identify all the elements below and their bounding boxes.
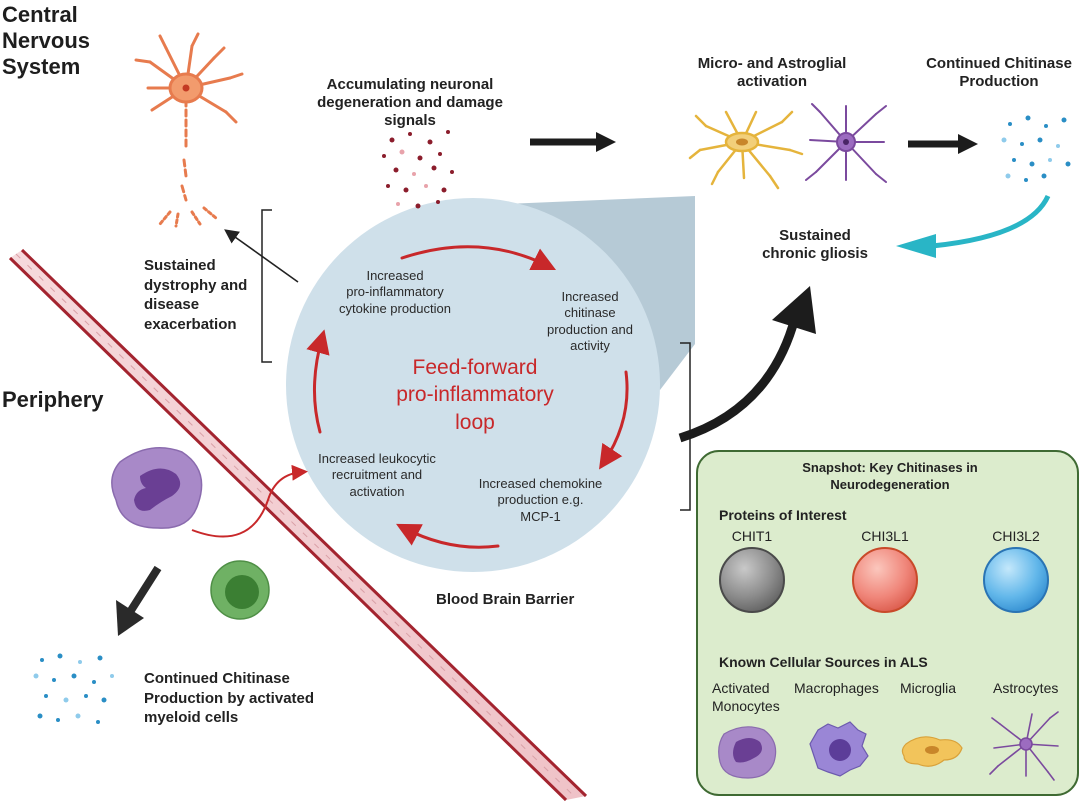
top-arrow-2 [908,134,978,154]
loop-step-leukocytic: Increased leukocytic recruitment and act… [318,451,436,499]
microglia-icon [688,110,804,190]
source-label-microglia: Microglia [900,680,957,696]
snapshot-box [696,450,1079,796]
right-bracket [680,342,691,511]
loop-arrows [306,245,629,549]
periphery-arrow [116,565,162,636]
source-label-macrophages: Macrophages [794,680,879,696]
source-label-astrocytes: Astrocytes [993,680,1059,696]
monocyte-icon [111,447,203,529]
sources-heading: Known Cellular Sources in ALS [719,654,928,670]
chitinase-particles-bottom [33,653,114,724]
protein-label-chi3l2: CHI3L2 [992,528,1040,544]
teal-arrow [896,194,1051,258]
astrocyte-icon [805,103,887,183]
dystrophy-arrow [224,229,299,283]
chronic-gliosis-label: Sustained chronic gliosis [762,227,868,262]
left-bracket [261,209,272,363]
protein-sphere-icon [852,547,918,613]
source-label-monocytes: Activated Monocytes [712,680,780,714]
protein-sphere-icon [983,547,1049,613]
chitinase-production-label: Continued Chitinase Production [926,55,1072,90]
myeloid-label: Continued Chitinase Production by activa… [144,670,315,726]
proteins-heading: Proteins of Interest [719,507,847,523]
cns-label: Central Nervous System [2,2,91,79]
top-arrow-1 [530,132,616,152]
loop-circle [286,198,660,572]
source-astrocyte-icon [989,711,1059,781]
loop-step-chemokine: Increased chemokine production e.g. MCP-… [478,476,603,524]
glial-activation-label: Micro- and Astroglial activation [697,55,847,90]
loop-step-chitinase: Increased chitinase production and activ… [546,289,633,353]
protein-sphere-icon [719,547,785,613]
source-monocyte-icon [718,726,777,779]
loop-step-cytokine: Increased pro-inflammatory cytokine prod… [338,268,451,316]
protein-label-chi3l1: CHI3L1 [861,528,909,544]
damage-signals-label: Accumulating neuronal degeneration and d… [317,76,503,129]
chitinase-particles-top [1001,115,1071,182]
recruitment-line [191,464,308,538]
macrophage-icon [809,721,869,777]
lymphocyte-icon [210,560,270,620]
particle-cloud-icon [382,130,454,209]
source-microglia-icon [901,736,963,767]
neuron-icon [134,32,244,228]
snapshot-title: Snapshot: Key Chitinases in Neurodegener… [802,460,978,492]
bbb-label: Blood Brain Barrier [436,591,575,608]
loop-center-label: Feed-forward pro-inflammatory loop [396,356,554,434]
protein-label-chit1: CHIT1 [731,528,773,544]
dystrophy-label: Sustained dystrophy and disease exacerba… [144,257,248,333]
blood-vessel-icon [8,248,588,802]
periphery-label: Periphery [2,387,104,412]
gliosis-curved-arrow [678,286,816,443]
